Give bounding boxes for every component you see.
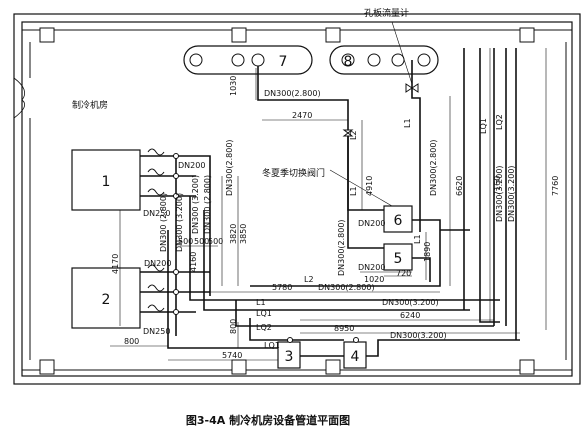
line-tag: LQ2 [495,114,504,130]
pipe-label: DN300 (3.200) [191,175,200,234]
pipe-label: DN300(3.200) [495,165,504,222]
dimension-value: 4910 [365,176,374,196]
line-tag: L2 [304,275,314,284]
dimension-value: 7160 [493,176,502,196]
line-tag: L1 [256,298,266,307]
pipe-label: DN300(2.800) [337,219,346,276]
chiller-1 [71,149,141,211]
pipe-label: DN300(2.800) [264,89,321,98]
label-equipment-7: 7 [279,54,288,70]
pipe-label: DN300 (2.800) [159,193,168,252]
pipe-label: DN300(3.200) [390,331,447,340]
dimension-value: 8950 [334,324,354,333]
line-tag: LQ1 [256,309,272,318]
label-equipment-2: 2 [102,292,111,308]
dimension-value: 2470 [292,111,312,120]
pipe-label: DN250 [143,327,170,336]
line-tag: LQ2 [256,323,272,332]
tank-8 [329,45,439,75]
pipe-label: DN200 [358,219,385,228]
dimension-value: 1030 [229,76,238,96]
pipes [140,48,520,357]
dimension-value: 800 [124,337,139,346]
dimension-value: 720 [396,269,411,278]
valves [147,83,419,343]
dimension-value: 6620 [455,176,464,196]
line-tag: L1 [403,118,412,128]
valve-label: 冬夏季切换阀门 [262,167,325,179]
dimension-value: 7760 [551,176,560,196]
pipe-label: DN200 [358,263,385,272]
dimension-value: 5740 [222,351,242,360]
figure-caption: 图3-4A 制冷机房设备管道平面图 [186,413,350,427]
equipment [71,45,439,369]
dimension-value: 500 [194,237,209,246]
label-equipment-6: 6 [394,213,403,229]
pipe-label: DN300(2.800) [225,139,234,196]
unit-5 [383,243,413,271]
tank-7 [183,45,313,75]
room-label: 制冷机房 [72,99,108,111]
label-equipment-5: 5 [394,251,403,267]
line-tag: L1 [413,234,422,244]
unit-6 [383,205,413,233]
dimension-value: 5780 [272,283,292,292]
pipe-label: DN300(2.800) [318,283,375,292]
pipe-label: DN300 (2.800) [203,175,212,234]
dimension-value: 3820 [229,224,238,244]
dimension-lines [110,21,547,361]
dimension-value: 4160 [189,252,198,272]
dimension-value: 800 [229,319,238,334]
dimension-value: 1020 [364,275,384,284]
line-tag: L2 [349,130,358,140]
label-equipment-3: 3 [285,349,294,365]
flow-meter-label: 孔板流量计 [364,7,409,19]
chiller-2 [71,267,141,329]
label-equipment-4: 4 [351,349,360,365]
pipe-label: DN300(3.200) [507,165,516,222]
dimension-value: 4170 [111,254,120,274]
pipe-label: DN300(3.200) [382,298,439,307]
pipe-label: DN300 (3.200) [175,193,184,252]
pipe-label: DN200 [178,161,205,170]
dimension-value: 1890 [423,242,432,262]
label-equipment-1: 1 [102,174,111,190]
dimension-value: 6240 [400,311,420,320]
label-equipment-8: 8 [344,54,353,70]
dimension-value: 500 [208,237,223,246]
pipe-label: DN300(2.800) [429,139,438,196]
line-tag: LQ1 [264,341,280,350]
dimension-value: 500 [178,237,193,246]
pipe-label: DN250 [143,209,170,218]
dimension-value: 3850 [239,224,248,244]
line-tag: LQ1 [479,118,488,134]
pipe-label: DN200 [144,259,171,268]
building-walls [13,13,581,385]
line-tag: L1 [349,186,358,196]
